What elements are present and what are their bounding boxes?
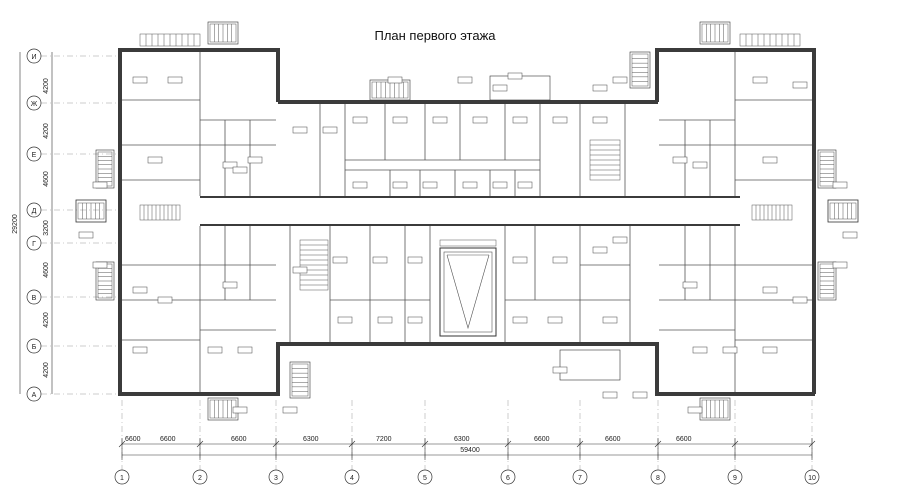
row-span-1: 4200	[43, 78, 50, 94]
span-9-10: 6600	[676, 436, 692, 443]
row-axis-D: Д	[26, 202, 42, 218]
svg-text:6: 6	[506, 475, 510, 482]
svg-text:3: 3	[274, 475, 278, 482]
left-dimension-chain: 4200 4200 4600 3200 4600 4200 4200 29200	[12, 52, 53, 394]
span-8-9: 6600	[605, 436, 621, 443]
interior-partitions	[122, 52, 812, 392]
row-span-5: 4600	[43, 262, 50, 278]
row-span-2: 4200	[43, 123, 50, 139]
row-axis-bubbles: И Ж Е Д Г В Б А	[26, 48, 42, 402]
row-span-4: 3200	[43, 220, 50, 236]
column-axis-bubbles: 1 2 3 4 5 6 7 8 9 10	[114, 469, 820, 485]
row-axis-Zh: Ж	[26, 95, 42, 111]
row-span-3: 4600	[43, 171, 50, 187]
column-axis-4: 4	[344, 469, 360, 485]
svg-text:Г: Г	[32, 241, 36, 248]
pool-basin	[439, 239, 497, 337]
row-axis-E: Е	[26, 146, 42, 162]
column-axis-2: 2	[192, 469, 208, 485]
span-5-6: 7200	[376, 436, 392, 443]
column-axis-6: 6	[500, 469, 516, 485]
svg-text:2: 2	[198, 475, 202, 482]
span-7-8: 6600	[534, 436, 550, 443]
svg-text:И: И	[31, 54, 36, 61]
svg-text:5: 5	[423, 475, 427, 482]
svg-text:Ж: Ж	[31, 101, 38, 108]
building-walls	[118, 48, 816, 396]
stairs	[77, 23, 857, 419]
span-4-5: 6300	[303, 436, 319, 443]
row-axis-G: Г	[26, 235, 42, 251]
span-6-7: 6300	[454, 436, 470, 443]
row-span-7: 4200	[43, 362, 50, 378]
row-axis-B: Б	[26, 338, 42, 354]
row-axis-I: И	[26, 48, 42, 64]
svg-text:Д: Д	[32, 208, 37, 215]
room-tags	[78, 72, 858, 414]
column-axis-8: 8	[650, 469, 666, 485]
row-span-6: 4200	[43, 312, 50, 328]
svg-text:Е: Е	[32, 152, 37, 159]
overall-dimension: 59400	[460, 447, 480, 454]
row-axis-A: А	[26, 386, 42, 402]
svg-text:1: 1	[120, 475, 124, 482]
axis-grid-lines	[41, 55, 813, 470]
row-axis-V: В	[26, 289, 42, 305]
svg-text:8: 8	[656, 475, 660, 482]
row-total-dimension: 29200	[12, 214, 19, 234]
span-1-2: 6600	[125, 436, 141, 443]
svg-text:9: 9	[733, 475, 737, 482]
svg-text:10: 10	[808, 475, 816, 482]
svg-text:7: 7	[578, 475, 582, 482]
plan-title: План первого этажа	[374, 28, 496, 43]
span-2-3: 6600	[160, 436, 176, 443]
svg-text:В: В	[32, 295, 37, 302]
column-axis-1: 1	[114, 469, 130, 485]
svg-text:А: А	[32, 392, 37, 399]
column-axis-7: 7	[572, 469, 588, 485]
svg-text:4: 4	[350, 475, 354, 482]
column-axis-9: 9	[727, 469, 743, 485]
column-axis-5: 5	[417, 469, 433, 485]
column-axis-10: 10	[804, 469, 820, 485]
bottom-dimension-chain: 6600 6600 6600 6300 7200 6300 6600 6600 …	[118, 436, 816, 460]
svg-text:Б: Б	[32, 344, 37, 351]
span-3-4: 6600	[231, 436, 247, 443]
column-axis-3: 3	[268, 469, 284, 485]
